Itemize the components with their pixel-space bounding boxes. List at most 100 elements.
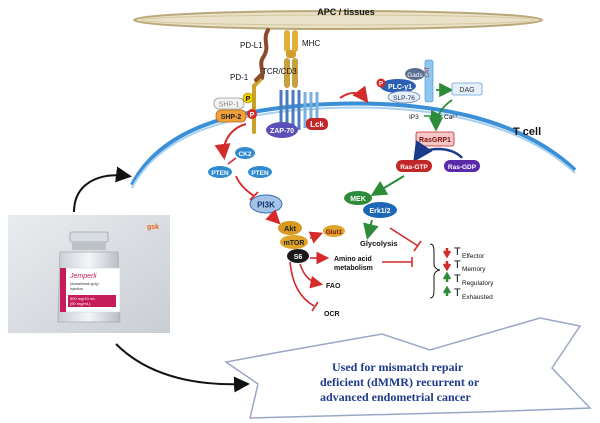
phospho-1 <box>242 92 254 104</box>
exhausted-label: Exhausted <box>462 294 493 301</box>
rasgtp-node <box>396 160 432 172</box>
pten1-node <box>208 166 232 178</box>
callout-line2: deficient (dMMR) recurrent or <box>320 375 480 389</box>
mtor-node <box>280 235 308 249</box>
dag-to-rasgrp-arrow <box>428 99 453 132</box>
phospho-1-label: P <box>246 96 251 103</box>
plc-node <box>380 79 416 93</box>
gads-node <box>405 68 425 80</box>
callout-box <box>224 317 592 419</box>
pd1-protein <box>252 72 264 134</box>
vial-brand: Jemperli <box>69 273 97 280</box>
tcell-membrane-inner <box>131 106 576 189</box>
arrow-vial-to-pathway <box>73 166 132 213</box>
effector-label: Effector <box>462 253 485 260</box>
mek-node <box>344 191 372 205</box>
tcell-label: T cell <box>513 126 541 138</box>
glut1-node <box>323 225 345 237</box>
ocr-inhibit-bar <box>311 301 319 312</box>
amino1-label: Amino acid <box>334 256 372 263</box>
zap70-label: ZAP-70 <box>270 128 294 135</box>
phospho-2 <box>247 109 257 119</box>
pten2-node <box>248 166 272 178</box>
dag-label: DAG <box>459 87 474 94</box>
amino2-label: metabolism <box>334 265 373 272</box>
t-memory-letter: T <box>454 259 461 271</box>
mek-label: MEK <box>350 196 366 203</box>
vial-conc: (50 mg/mL) <box>70 301 91 306</box>
t-exhausted-letter: T <box>454 287 461 299</box>
gsk-logo: gsk <box>147 224 159 231</box>
shp2-label: SHP-2 <box>221 114 242 121</box>
tcell-membrane <box>130 101 577 186</box>
inhibit-glycolysis <box>389 227 419 247</box>
akt-label: Akt <box>284 224 297 233</box>
plc-label: PLC-γ1 <box>388 84 412 91</box>
zap70-node <box>266 122 298 138</box>
memory-label: Memory <box>462 266 486 273</box>
drug-vial-photo: Jemperli (dostarlimab-gxly) injection 50… <box>8 215 170 333</box>
lck-to-plc-arrow <box>339 85 369 104</box>
mhc-label: MHC <box>302 39 320 48</box>
t-regulatory-letter: T <box>454 273 461 285</box>
shp2-node <box>215 109 247 123</box>
inhibit-glycolysis-bar <box>413 240 422 252</box>
t-effector-letter: T <box>454 246 461 258</box>
phospho-2-label: P <box>250 112 255 119</box>
pdl1-label: PD-L1 <box>240 41 263 50</box>
pten2-label: PTEN <box>251 170 269 177</box>
s6-node <box>287 249 309 263</box>
erk-label: Erk1/2 <box>369 208 390 215</box>
outcome-exhausted: T Exhausted <box>442 285 493 301</box>
phospho-3 <box>376 78 386 88</box>
tcr-cd3-complex <box>279 58 319 132</box>
ca-label: Ca²⁺ <box>444 114 458 121</box>
ck2-label: CK2 <box>238 151 251 158</box>
mtor-label: mTOR <box>284 240 305 247</box>
s6-label: S6 <box>294 254 303 261</box>
pd1-inhibit-arrow <box>214 123 247 160</box>
s6-to-fao-arrow <box>299 263 324 289</box>
mhc-protein <box>284 30 298 58</box>
vial-generic: (dostarlimab-gxly) <box>70 282 99 286</box>
shp1-label: SHP-1 <box>219 102 240 109</box>
ocr-label: OCR <box>324 311 340 318</box>
s6-to-ocr-line <box>289 261 315 307</box>
pdl1-protein <box>259 28 270 80</box>
vial-form: injection <box>70 287 83 291</box>
erk-to-glycolysis-arrow <box>363 219 379 240</box>
pten1-label: PTEN <box>211 170 229 177</box>
gads-label: Gads <box>407 72 423 79</box>
phospho-3-label: P <box>379 82 383 88</box>
slp76-node <box>387 90 421 104</box>
arrow-vial-to-callout <box>115 343 250 393</box>
rasgdp-node <box>444 160 480 172</box>
outcome-memory: T Memory <box>442 259 486 273</box>
outcome-brace <box>429 243 441 299</box>
apc-membrane <box>133 10 543 30</box>
pi3k-to-akt <box>265 209 281 225</box>
pten-inhibit-bar <box>249 191 259 201</box>
apc-label: APC / tissues <box>317 7 375 17</box>
pi3k-label: PI3K <box>257 201 275 210</box>
dag-node <box>451 82 483 96</box>
rasgrp1-label: RasGRP1 <box>419 137 451 144</box>
lck-label: Lck <box>310 120 324 129</box>
slp76-label: SLP-76 <box>393 95 415 102</box>
ck2-node <box>235 147 255 159</box>
shp1-node <box>213 97 245 110</box>
erk-node <box>363 202 397 218</box>
rasgtp-label: Ras-GTP <box>400 164 428 171</box>
ip3-label: IP3 <box>409 114 419 121</box>
lat-node <box>424 59 434 103</box>
ras-to-mek-arrow <box>370 175 405 197</box>
lat-label: LAT <box>425 66 431 77</box>
tcr-label: TCR/CD3 <box>262 67 297 76</box>
ras-cycle-arrow <box>413 139 463 163</box>
regulatory-label: Regulatory <box>462 280 494 287</box>
callout-line3: advanced endometrial cancer <box>320 390 471 404</box>
glut1-label: Glut1 <box>326 229 343 236</box>
callout-line1: Used for mismatch repair <box>332 360 464 374</box>
outcome-regulatory: T Regulatory <box>442 271 494 287</box>
